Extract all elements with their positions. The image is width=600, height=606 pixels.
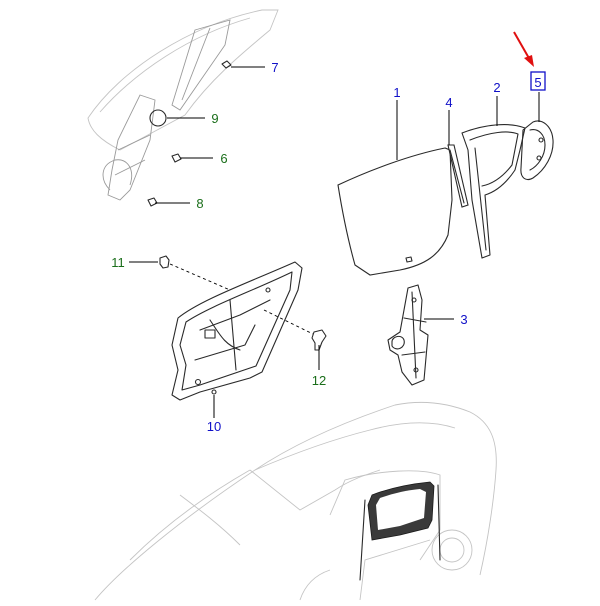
- callout-1: 1: [393, 85, 400, 100]
- callout-6: 6: [220, 151, 227, 166]
- leader-lines: [129, 66, 540, 418]
- rear-door-glass: [337, 147, 453, 276]
- callout-7: 7: [271, 60, 278, 75]
- vehicle-location-view: [94, 401, 497, 601]
- callout-4: 4: [445, 95, 452, 110]
- fastener-11: [159, 255, 170, 269]
- callout-2: 2: [493, 80, 500, 95]
- callout-8: 8: [196, 196, 203, 211]
- red-arrow-icon: [524, 55, 534, 67]
- glass-run-channel: [447, 144, 469, 208]
- callout-3: 3: [460, 312, 467, 327]
- callout-11: 11: [111, 255, 125, 270]
- highlight-marker: [513, 31, 546, 91]
- callout-5: 5: [534, 75, 541, 90]
- door-frame-seal: [461, 124, 526, 259]
- window-regulator: [387, 284, 429, 386]
- callout-10: 10: [207, 419, 221, 434]
- callout-9: 9: [211, 111, 218, 126]
- highlight-box: [530, 71, 546, 91]
- callout-labels: 1 2 3 4 5 6 7 8 9 10 11 12: [111, 60, 541, 434]
- door-module-panel: [171, 261, 303, 401]
- front-door-glass-assembly: [87, 9, 279, 207]
- mirror-sail-trim: [520, 120, 554, 181]
- callout-12: 12: [312, 373, 326, 388]
